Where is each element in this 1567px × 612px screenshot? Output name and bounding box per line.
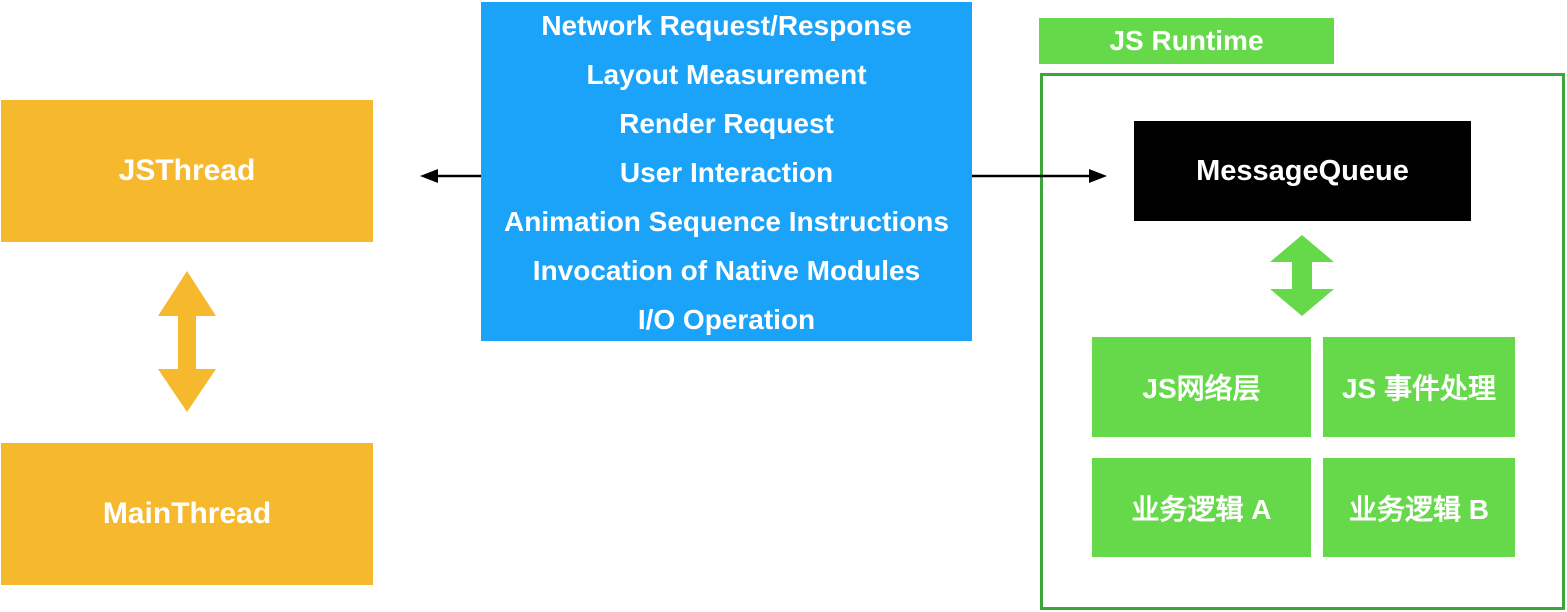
message-queue-box: MessageQueue <box>1134 121 1471 221</box>
module-js-events: JS 事件处理 <box>1323 337 1515 437</box>
js-runtime-label: JS Runtime <box>1039 18 1334 64</box>
message-item: Animation Sequence Instructions <box>504 206 949 237</box>
message-item: Layout Measurement <box>586 59 867 90</box>
message-item: Render Request <box>619 108 834 139</box>
js-runtime-frame <box>1040 73 1565 610</box>
message-item: User Interaction <box>619 157 834 188</box>
message-item: Network Request/Response <box>541 10 912 41</box>
module-label: JS 事件处理 <box>1341 373 1497 404</box>
message-item: I/O Operation <box>637 304 816 335</box>
module-business-b: 业务逻辑 B <box>1323 458 1515 557</box>
message-item: Invocation of Native Modules <box>532 255 921 286</box>
arrow-left-to-jsthread <box>420 169 481 183</box>
module-label: 业务逻辑 B <box>1348 493 1489 525</box>
message-queue-label: MessageQueue <box>1196 154 1409 187</box>
module-label: JS网络层 <box>1142 373 1261 404</box>
main-thread-box: MainThread <box>1 443 373 585</box>
module-js-network: JS网络层 <box>1092 337 1311 437</box>
main-thread-label: MainThread <box>102 497 272 530</box>
double-arrow-threads <box>158 271 216 412</box>
js-runtime-label-text: JS Runtime <box>1109 25 1264 56</box>
module-business-a: 业务逻辑 A <box>1092 458 1311 557</box>
js-thread-box: JSThread <box>1 100 373 242</box>
js-thread-label: JSThread <box>118 154 256 187</box>
bridge-message-list: Network Request/Response Layout Measurem… <box>481 2 972 341</box>
module-label: 业务逻辑 A <box>1131 493 1272 525</box>
